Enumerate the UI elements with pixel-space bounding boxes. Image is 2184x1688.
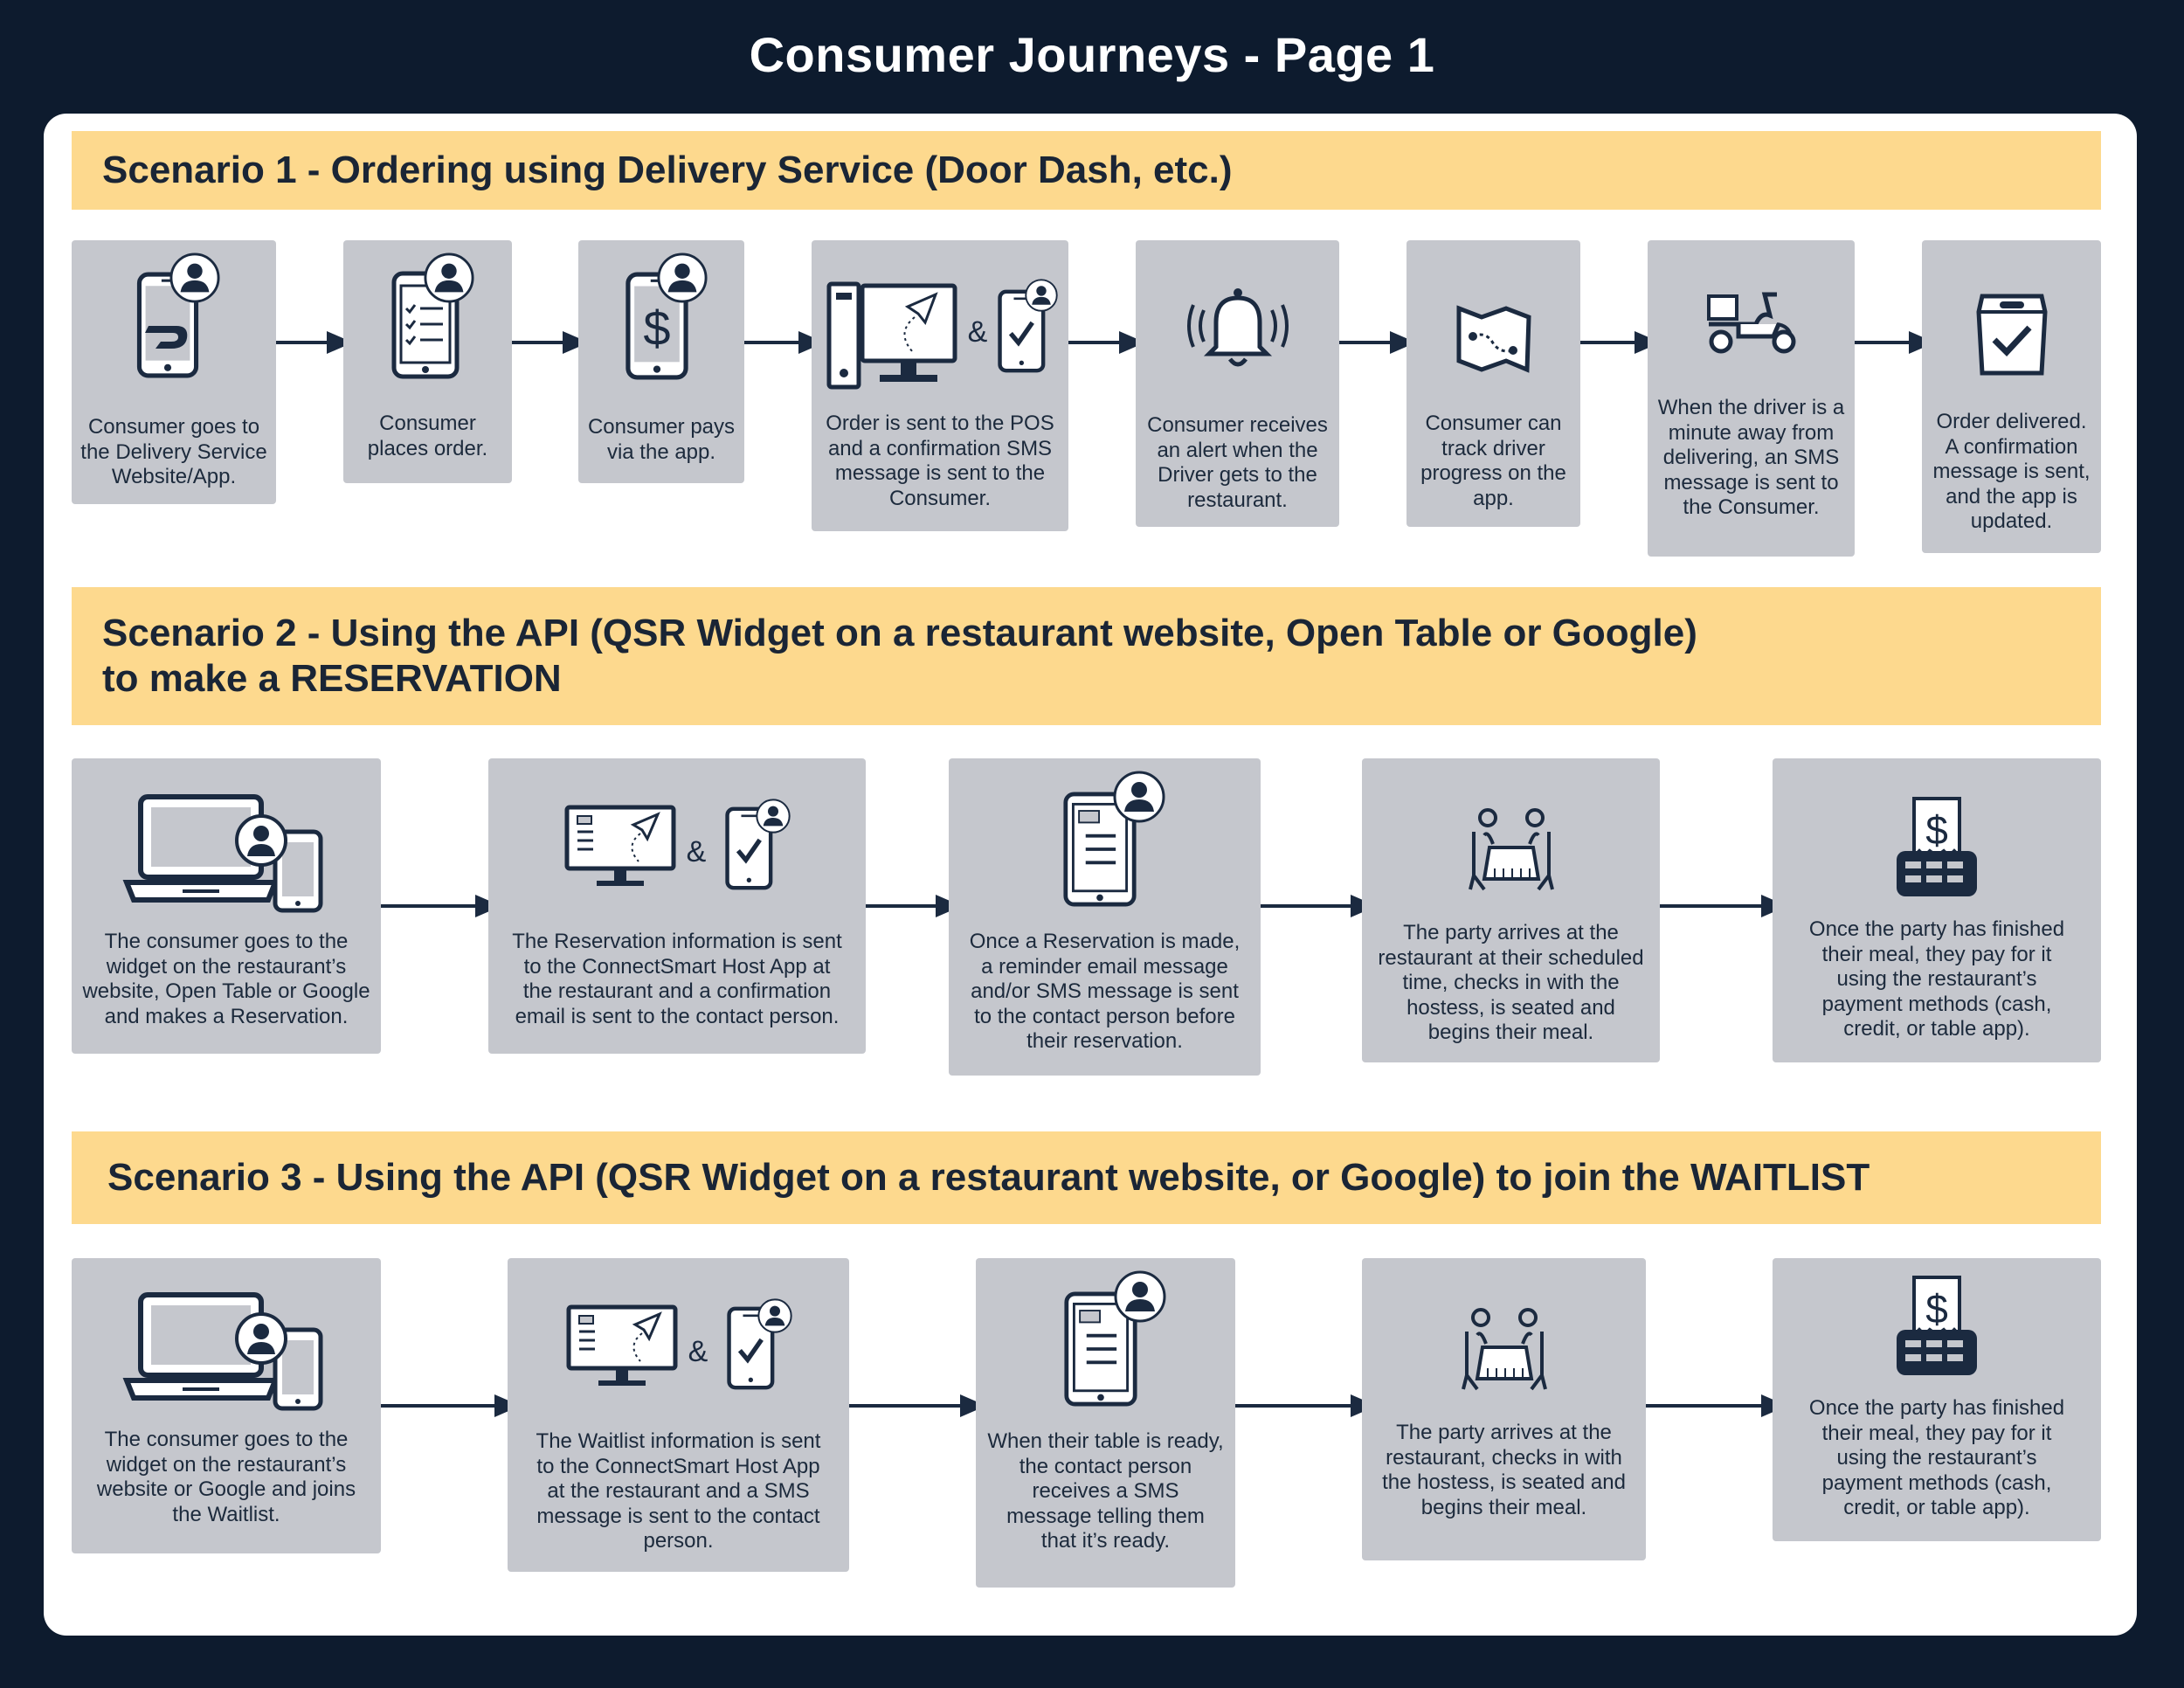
step-caption: When the driver is a minute away from de… (1657, 396, 1845, 519)
order-checklist-phone-icon (343, 253, 512, 384)
step-caption: The party arrives at the restaurant, che… (1382, 1421, 1626, 1519)
step-caption: Once a Reservation is made, a reminder e… (969, 930, 1241, 1053)
step-caption: The Reservation information is sent to t… (512, 930, 842, 1028)
notification-phone-icon (976, 1270, 1235, 1410)
scenario-3-step-3: When their table is ready, the contact p… (976, 1258, 1235, 1588)
scenario-3-step-1: The consumer goes to the widget on the r… (72, 1258, 381, 1553)
step-caption: The Waitlist information is sent to the … (536, 1429, 821, 1553)
delivered-bag-icon (1922, 289, 2101, 377)
scenario-2-title-line2: to make a RESERVATION (102, 657, 562, 700)
step-caption: Consumer places order. (367, 412, 488, 460)
scenario-3-step-5: Once the party has finished their meal, … (1773, 1258, 2101, 1541)
flow-arrow (1339, 331, 1416, 354)
step-caption: The consumer goes to the widget on the r… (82, 930, 370, 1028)
scenario-3-banner: Scenario 3 - Using the API (QSR Widget o… (72, 1131, 2101, 1224)
alert-bell-icon (1136, 284, 1339, 371)
payment-terminal-icon (1773, 1274, 2101, 1379)
page-title: Consumer Journeys - Page 1 (749, 27, 1435, 82)
ampersand: & (688, 1335, 708, 1368)
flow-arrow (1646, 1394, 1787, 1417)
scenario-2-step-1: The consumer goes to the widget on the r… (72, 758, 381, 1054)
step-caption: Once the party has finished their meal, … (1808, 1396, 2065, 1519)
scenario-2-step-3: Once a Reservation is made, a reminder e… (949, 758, 1261, 1076)
scenario-1-step-3: $ Consumer pays via the app. (578, 240, 744, 483)
reminder-phone-icon (949, 771, 1261, 910)
scenario-3-step-4: The party arrives at the restaurant, che… (1362, 1258, 1646, 1560)
scenario-1-banner: Scenario 1 - Ordering using Delivery Ser… (72, 131, 2101, 210)
flow-arrow (276, 331, 353, 354)
scenario-1-step-1: Consumer goes to the Delivery Service We… (72, 240, 276, 504)
step-caption: The party arrives at the restaurant at t… (1378, 921, 1644, 1044)
step-caption: Consumer pays via the app. (587, 415, 736, 464)
scenario-1-title: Scenario 1 - Ordering using Delivery Ser… (102, 149, 1233, 191)
step-caption: Consumer receives an alert when the Driv… (1147, 413, 1328, 512)
scenario-2-step-5: Once the party has finished their meal, … (1773, 758, 2101, 1062)
step-caption: Order delivered. A confirmation message … (1932, 410, 2091, 533)
scenario-1-step-4: & Order is sent to the POS and a confirm… (812, 240, 1068, 531)
delivery-app-phone-icon (72, 253, 276, 384)
laptop-and-phone-icon (72, 792, 381, 914)
scenario-1-step-2: Consumer places order. (343, 240, 512, 483)
scenario-1-step-7: When the driver is a minute away from de… (1648, 240, 1855, 557)
step-caption: Order is sent to the POS and a confirmat… (826, 412, 1054, 510)
scenario-2-step-4: The party arrives at the restaurant at t… (1362, 758, 1660, 1062)
dining-table-icon (1362, 1302, 1646, 1398)
delivery-scooter-icon (1648, 289, 1855, 359)
step-caption: The consumer goes to the widget on the r… (96, 1428, 356, 1526)
scenario-2-title-line1: Scenario 2 - Using the API (QSR Widget o… (102, 612, 1697, 654)
ampersand: & (968, 315, 988, 349)
step-caption: Consumer can track driver progress on th… (1420, 412, 1566, 510)
host-app-and-confirmation-icon: & (488, 799, 866, 903)
svg-text:$: $ (643, 301, 670, 356)
flow-arrow (381, 895, 501, 917)
scenario-1-step-5: Consumer receives an alert when the Driv… (1136, 240, 1339, 527)
flow-arrow (1235, 1394, 1377, 1417)
step-caption: Once the party has finished their meal, … (1808, 917, 2065, 1041)
ampersand: & (687, 835, 707, 868)
scenario-3-title: Scenario 3 - Using the API (QSR Widget o… (107, 1156, 1870, 1199)
step-caption: When their table is ready, the contact p… (987, 1429, 1224, 1553)
dining-table-icon (1362, 802, 1660, 898)
flow-arrow (381, 1394, 521, 1417)
flow-arrow (849, 1394, 986, 1417)
host-app-and-confirmation-icon: & (508, 1298, 849, 1403)
flow-arrow (1261, 895, 1377, 917)
pos-and-confirmation-icon: & (812, 279, 1068, 392)
flow-arrow (866, 895, 962, 917)
scenario-2-step-2: & The Reservation information is sent to… (488, 758, 866, 1054)
scenario-1-step-6: Consumer can track driver progress on th… (1406, 240, 1580, 527)
scenario-3-step-2: & The Waitlist information is sent to th… (508, 1258, 849, 1572)
flow-arrow (512, 331, 589, 354)
scenario-2-banner: Scenario 2 - Using the API (QSR Widget o… (72, 587, 2101, 725)
flow-arrow (1068, 331, 1145, 354)
tracking-map-icon (1406, 300, 1580, 378)
step-caption: Consumer goes to the Delivery Service We… (80, 415, 267, 488)
payment-terminal-icon (1773, 795, 2101, 900)
flow-arrow (1660, 895, 1787, 917)
laptop-and-phone-icon (72, 1290, 381, 1412)
scenario-1-step-8: Order delivered. A confirmation message … (1922, 240, 2101, 553)
payment-phone-icon: $ (578, 253, 744, 384)
